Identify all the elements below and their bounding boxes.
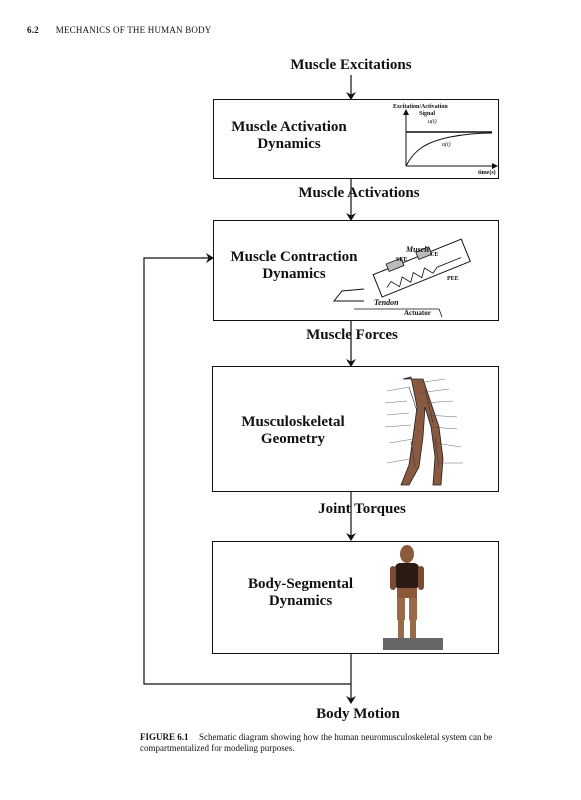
graph-title-line1: Excitation/Activation [393,104,448,110]
label-muscle-excitations: Muscle Excitations [290,57,412,73]
label-muscle-forces: Muscle Forces [306,327,398,343]
model-tendon-label: Tendon [374,298,399,307]
activation-title-line1: Muscle Activation [231,119,347,135]
contraction-dynamics-box: Muscle Contraction Dynamics Muscle SEE C… [213,220,499,321]
contraction-title-line2: Dynamics [262,266,326,282]
section-number: 6.2 [27,25,39,35]
activation-title-line2: Dynamics [257,136,321,152]
figure-caption: FIGURE 6.1 Schematic diagram showing how… [140,732,520,754]
caption-text: Schematic diagram showing how the human … [140,732,493,753]
graph-u-label: u(t) [428,119,437,125]
model-muscle-label: Muscle [406,245,430,254]
activation-graph [403,109,498,169]
humanoid-model-illustration [383,545,443,650]
model-pe-label: PEE [447,276,459,282]
feedback-loop [143,253,351,685]
segmental-title-line1: Body-Segmental [248,576,353,592]
model-se-label: SEE [396,257,408,263]
contraction-title-line1: Muscle Contraction [230,249,358,265]
segmental-title-line2: Dynamics [268,593,333,609]
muscle-model-diagram [332,238,471,318]
musculoskeletal-geometry-box: Musculoskeletal Geometry [212,366,499,492]
graph-a-label: a(t) [442,142,451,148]
model-ce-label: CE [430,252,439,258]
geometry-title-line1: Musculoskeletal [241,414,345,430]
activation-dynamics-box: Muscle Activation Dynamics Excitation/Ac… [213,99,499,179]
label-body-motion: Body Motion [316,706,400,722]
body-segmental-dynamics-box: Body-Segmental Dynamics [212,541,499,654]
caption-label: FIGURE 6.1 [140,732,189,742]
graph-title-line2: Signal [419,111,436,117]
geometry-title-line2: Geometry [260,431,326,447]
running-title: MECHANICS OF THE HUMAN BODY [55,25,212,35]
graph-x-label: time(s) [478,170,496,176]
running-header: 6.2 MECHANICS OF THE HUMAN BODY [27,25,212,35]
leg-musculature-illustration [384,376,463,486]
label-joint-torques: Joint Torques [318,501,406,517]
label-muscle-activations: Muscle Activations [298,185,420,201]
model-actuator-label: Actuator [404,309,431,317]
